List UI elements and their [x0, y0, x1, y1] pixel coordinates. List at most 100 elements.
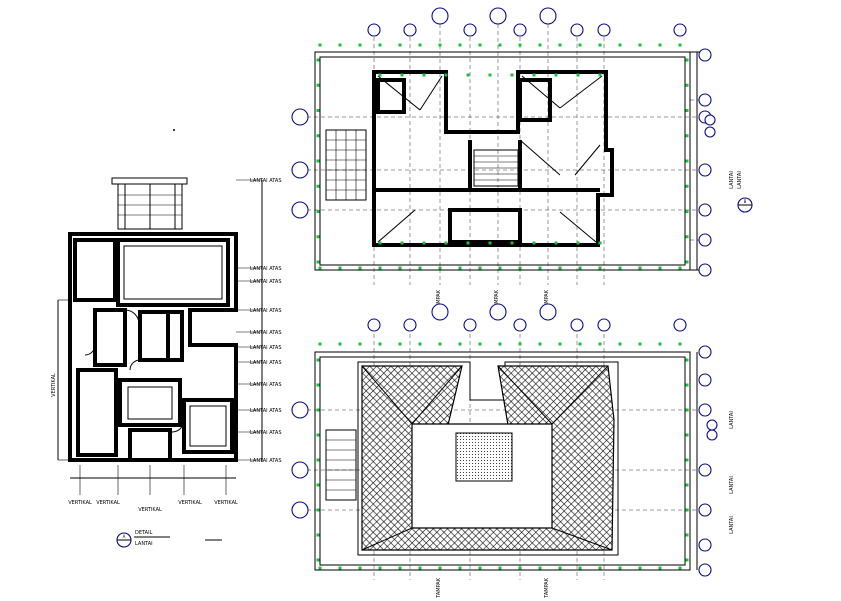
left-floor-plan: LANTAI ATAS LANTAI ATAS LANTAI ATAS LANT… [51, 129, 282, 548]
grid-bubble [698, 263, 712, 277]
green-marker [498, 43, 502, 47]
green-marker [318, 566, 322, 570]
green-marker [478, 43, 482, 47]
green-marker [685, 210, 689, 213]
green-marker [444, 241, 448, 245]
green-marker [318, 266, 322, 270]
green-marker [558, 566, 562, 570]
grid-bubble [539, 303, 557, 321]
green-marker [554, 241, 558, 245]
green-marker [532, 241, 536, 245]
green-marker [358, 342, 362, 346]
green-marker [488, 73, 492, 77]
green-marker [418, 43, 422, 47]
green-marker [398, 566, 402, 570]
level-label: LANTAI ATAS [250, 360, 282, 366]
green-marker [618, 43, 622, 47]
green-marker [316, 458, 320, 462]
green-marker [685, 109, 689, 112]
green-marker [685, 483, 689, 487]
grid-bubble [698, 373, 712, 387]
green-marker [466, 241, 470, 245]
grid-bubble [431, 7, 449, 25]
green-marker [358, 43, 362, 47]
green-marker [558, 43, 562, 47]
upper-plan-walls [372, 70, 614, 247]
grid-bubble [698, 203, 712, 217]
green-marker [518, 342, 522, 346]
green-marker [378, 566, 382, 570]
grid-bubble [489, 7, 507, 25]
green-marker [318, 342, 322, 346]
grid-bubble [597, 23, 611, 37]
green-marker [418, 266, 422, 270]
green-marker [458, 342, 462, 346]
section-id: A [123, 534, 126, 539]
green-marker [378, 266, 382, 270]
green-marker [518, 43, 522, 47]
green-marker [685, 433, 689, 437]
green-marker [338, 43, 342, 47]
green-marker [638, 266, 642, 270]
green-marker [510, 241, 514, 245]
green-marker [458, 266, 462, 270]
green-marker [458, 43, 462, 47]
green-marker [678, 43, 682, 47]
green-marker [400, 73, 404, 77]
grid-bubbles [291, 7, 718, 577]
green-marker [316, 533, 320, 537]
green-marker [316, 260, 320, 264]
grid-bubble [513, 318, 527, 332]
green-marker [378, 43, 382, 47]
grid-bubble [291, 461, 309, 479]
grid-bubble [570, 23, 584, 37]
green-marker [438, 566, 442, 570]
green-marker [418, 566, 422, 570]
green-marker [422, 241, 426, 245]
left-plan-title: A DETAIL LANTAI [116, 530, 222, 548]
grid-bubble [698, 93, 712, 107]
right-label: LANTAI [737, 171, 743, 189]
green-marker [576, 73, 580, 77]
green-marker [618, 566, 622, 570]
green-marker [578, 566, 582, 570]
green-marker [316, 109, 320, 112]
green-marker [498, 266, 502, 270]
green-marker [685, 260, 689, 264]
bottom-label: VERTIKAL [214, 500, 238, 506]
green-marker [316, 383, 320, 387]
green-marker [678, 266, 682, 270]
green-marker [554, 73, 558, 77]
bottom-label: VERTIKAL [68, 500, 92, 506]
bottom-label: VERTIKAL [138, 507, 162, 513]
grid-bubble [403, 318, 417, 332]
green-marker [578, 266, 582, 270]
green-marker [578, 342, 582, 346]
side-label: VERTIKAL [51, 373, 57, 397]
green-marker [685, 134, 689, 138]
green-marker [538, 266, 542, 270]
green-marker [318, 43, 322, 47]
green-marker [578, 43, 582, 47]
green-marker [444, 73, 448, 77]
left-plan-outer-wall [68, 232, 238, 462]
level-label: LANTAI ATAS [250, 408, 282, 414]
green-marker [685, 83, 689, 87]
green-marker [488, 241, 492, 245]
green-marker [538, 342, 542, 346]
green-marker [685, 508, 689, 512]
green-marker [678, 342, 682, 346]
level-label: LANTAI ATAS [250, 458, 282, 464]
green-marker [685, 533, 689, 537]
grid-bubble [698, 48, 712, 62]
green-marker [532, 73, 536, 77]
green-marker [658, 43, 662, 47]
green-marker [576, 241, 580, 245]
green-marker [316, 159, 320, 163]
grid-bubble [367, 23, 381, 37]
green-marker [638, 566, 642, 570]
green-marker [378, 342, 382, 346]
green-marker [685, 558, 689, 562]
green-marker [478, 266, 482, 270]
roof-plan: LANTAI LANTAI LANTAI TAMPAK TAMPAK [300, 320, 735, 599]
